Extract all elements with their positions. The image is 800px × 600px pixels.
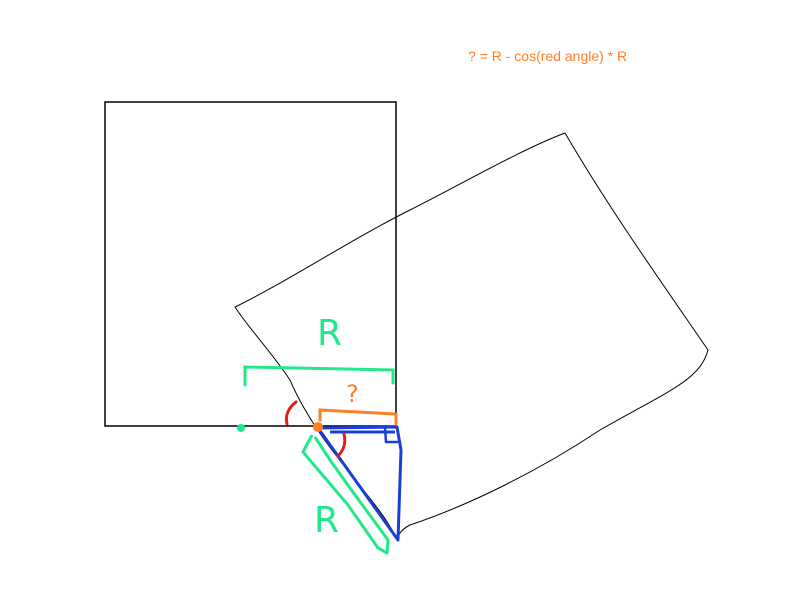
- red-angle-bottom: [336, 432, 347, 458]
- radius-label-top: R: [317, 313, 342, 354]
- pivot-point: [313, 422, 323, 432]
- right-triangle: [316, 425, 403, 542]
- radius-bracket: [243, 365, 395, 387]
- fixed-square: [104, 101, 397, 427]
- radius-label-diagonal: R: [314, 500, 339, 541]
- red-angle-top: [284, 400, 298, 426]
- unknown-label: ?: [346, 380, 359, 408]
- rotated-square: [234, 132, 709, 542]
- right-angle-marker: [383, 427, 398, 444]
- radius-diagonal-outline: [301, 434, 390, 555]
- green-dot: [237, 424, 245, 432]
- unknown-bracket: [318, 408, 398, 426]
- formula-text: ? = R - cos(red angle) * R: [468, 48, 628, 64]
